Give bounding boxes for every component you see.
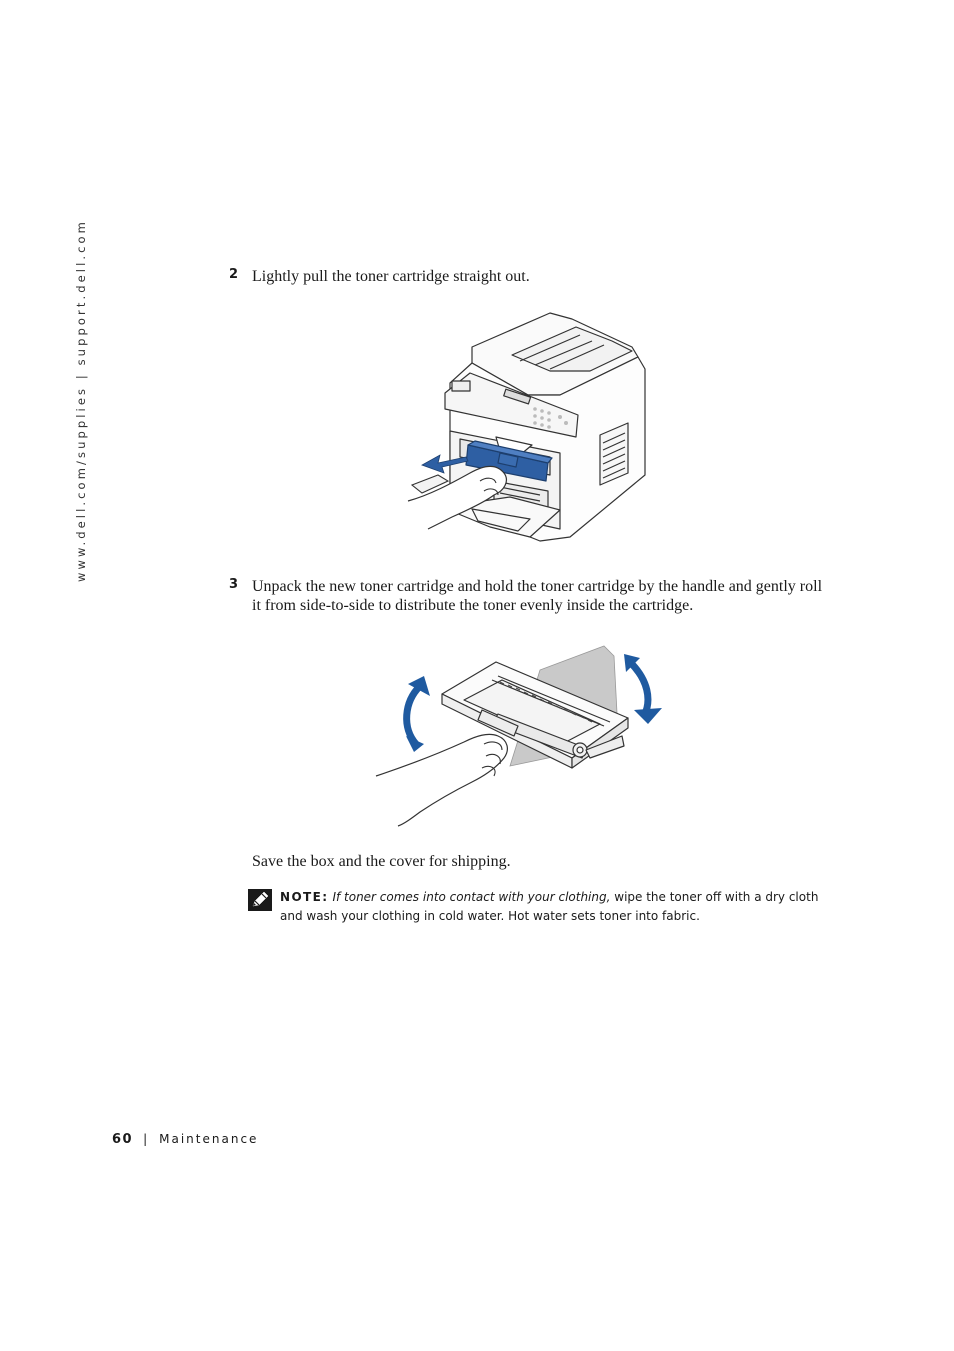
sidebar-url: www.dell.com/supplies | support.dell.com [74, 219, 88, 582]
page-footer: 60 | Maintenance [112, 1132, 258, 1147]
note-label: NOTE: [280, 890, 329, 904]
note-body-text: wipe the toner off with a dry cloth and … [280, 890, 819, 923]
footer-section: Maintenance [159, 1132, 259, 1146]
pencil-note-icon [248, 889, 272, 911]
step-text: Lightly pull the toner cartridge straigh… [252, 268, 530, 285]
printer-illustration [407, 312, 646, 542]
step-3: 3 Unpack the new toner cartridge and hol… [229, 577, 829, 615]
step-2: 2 Lightly pull the toner cartridge strai… [229, 267, 829, 286]
note-italic-text: If toner comes into contact with your cl… [332, 890, 611, 904]
page-number: 60 [112, 1132, 134, 1147]
toner-rolling-illustration [375, 645, 662, 827]
step-number: 2 [229, 267, 239, 282]
step-text: Unpack the new toner cartridge and hold … [252, 578, 823, 614]
note-text: NOTE:If toner comes into contact with yo… [280, 888, 828, 925]
footer-separator: | [143, 1132, 148, 1146]
save-box-text: Save the box and the cover for shipping. [252, 853, 511, 870]
note-block: NOTE:If toner comes into contact with yo… [248, 888, 828, 925]
step-number: 3 [229, 577, 239, 592]
